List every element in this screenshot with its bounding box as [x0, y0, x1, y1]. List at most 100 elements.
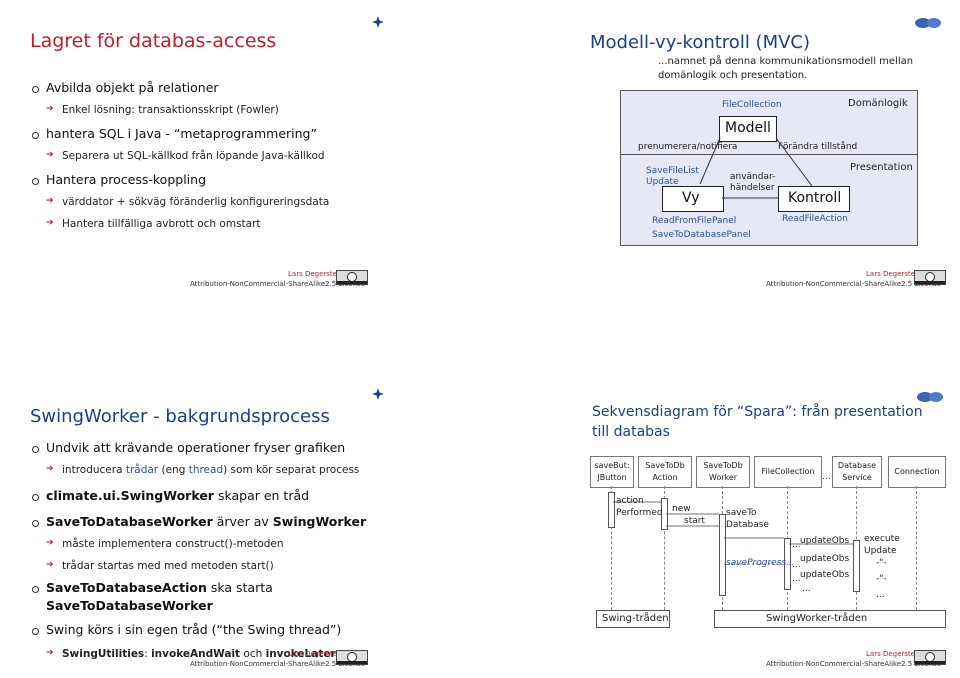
- slide-title: Sekvensdiagram för “Spara”: från present…: [592, 404, 923, 420]
- text-part: (eng: [158, 464, 189, 476]
- save-file-list-label: SaveFileList: [646, 166, 699, 176]
- bullet-text: Swing körs i sin egen tråd (“the Swing t…: [31, 622, 342, 637]
- bold-text: SwingUtilities: [62, 648, 145, 660]
- activation-bar: [719, 514, 726, 596]
- model-box: [719, 116, 777, 142]
- object-line: SaveToDb: [703, 461, 743, 470]
- bullet-text: SaveToDatabaseWorker ärver av SwingWorke…: [31, 514, 367, 529]
- sub-bullet-text: introducera trådar (eng thread) som kör …: [46, 464, 360, 476]
- slide-mvc: Modell-vy-kontroll (MVC) ...namnet på de…: [580, 14, 950, 294]
- cc-license-icon: [914, 270, 946, 285]
- message-label: action: [616, 496, 644, 506]
- message-ellipsis: ...: [792, 540, 801, 550]
- object-line: SaveToDb: [645, 461, 685, 470]
- control-box: [778, 186, 850, 212]
- activation-bar: [784, 538, 791, 590]
- message-quote: -"-: [876, 558, 887, 568]
- footer-author: Lars Degerstedt: [866, 270, 923, 278]
- swing-thread-box: [596, 610, 670, 628]
- cc-license-icon: [336, 650, 368, 665]
- read-from-file-panel-label: ReadFromFilePanel: [652, 216, 737, 226]
- slide-databas-access: Lagret för databas-access Avbilda objekt…: [16, 14, 386, 294]
- object-line: Worker: [708, 473, 738, 482]
- sub-bullet-text: värddator + sökväg föränderlig konfigure…: [46, 196, 329, 208]
- slide-title: Lagret för databas-access: [30, 30, 277, 52]
- bullet-text: Undvik att krävande operationer fryser g…: [31, 440, 346, 455]
- slide-sequence-diagram: Sekvensdiagram för “Spara”: från present…: [580, 388, 952, 673]
- message-label: start: [684, 516, 705, 526]
- text-part: ska starta: [206, 580, 273, 595]
- bullet-text: climate.ui.SwingWorker skapar en tråd: [31, 488, 310, 503]
- message-quote: -"-: [876, 574, 887, 584]
- swing-thread-label: Swing-tråden: [602, 613, 669, 624]
- text-part: och: [240, 648, 266, 660]
- footer-author: Lars Degerstedt: [288, 270, 345, 278]
- sub-bullet-text: Hantera tillfälliga avbrott och omstart: [46, 218, 260, 230]
- sub-bullet-text: Enkel lösning: transaktionsskript (Fowle…: [46, 104, 279, 116]
- message-arrows: [613, 501, 853, 565]
- message-label: new: [672, 504, 691, 514]
- swingworker-thread-label: SwingWorker-tråden: [766, 613, 868, 624]
- mvc-arrows: [699, 137, 813, 199]
- object-line: saveBut:: [594, 461, 630, 470]
- object-file-collection: FileCollection: [754, 456, 822, 488]
- message-ellipsis: ...: [802, 584, 811, 594]
- message-label: updateObs: [800, 570, 850, 580]
- activation-bar: [853, 540, 860, 592]
- message-label: Database: [726, 520, 769, 530]
- subtitle-line: ...namnet på denna kommunikationsmodell …: [658, 56, 914, 67]
- bullet-text: SaveToDatabaseAction ska starta: [32, 580, 273, 595]
- bold-text: SwingWorker: [272, 514, 367, 529]
- bold-text: SaveToDatabaseWorker: [46, 514, 213, 529]
- sub-bullet-text: Separera ut SQL-källkod från löpande Jav…: [46, 150, 325, 162]
- text-part: ärver av: [212, 514, 273, 529]
- link-thread[interactable]: thread: [188, 464, 224, 476]
- text-part: ) som kör separat process: [223, 464, 360, 476]
- text-part: skapar en tråd: [213, 488, 310, 503]
- link-tradar[interactable]: trådar: [125, 464, 159, 476]
- message-label: updateObs: [800, 554, 850, 564]
- message-label: updateObs: [800, 536, 850, 546]
- object-savetodb-action: SaveToDb Action: [638, 456, 692, 488]
- presentation-label: Presentation: [850, 162, 913, 173]
- lifeline: [611, 486, 612, 610]
- bold-text: invokeAndWait: [151, 648, 241, 660]
- star-logo-icon: [372, 16, 384, 28]
- message-ellipsis: ...: [876, 590, 885, 600]
- bold-text: invokeLater: [265, 648, 336, 660]
- puzzle-logo-icon: [917, 392, 943, 402]
- footer-license: Attribution-NonCommercial-ShareAlike2.5 …: [766, 660, 941, 668]
- object-dots: ...: [822, 472, 831, 482]
- user-events-label: användar-: [730, 172, 776, 182]
- bullet-text: Hantera process-koppling: [31, 172, 207, 187]
- save-to-database-panel-label: SaveToDatabasePanel: [652, 230, 751, 240]
- star-logo-icon: [372, 388, 384, 400]
- footer-license: Attribution-NonCommercial-ShareAlike2.5 …: [190, 280, 365, 288]
- message-ellipsis: ...: [792, 560, 801, 570]
- file-collection-label: FileCollection: [722, 100, 782, 110]
- slide-title: SwingWorker - bakgrundsprocess: [30, 406, 330, 427]
- subtitle-line: domänlogik och presentation.: [658, 70, 808, 81]
- change-state-label: Förändra tillstånd: [778, 142, 858, 152]
- object-database-service: Database Service: [832, 456, 882, 488]
- bold-text: climate.ui.SwingWorker: [46, 488, 214, 503]
- object-line: Database: [837, 461, 877, 470]
- slide-title-line2: till databas: [592, 424, 670, 440]
- bullet-text: hantera SQL i Java - “metaprogrammering”: [32, 126, 317, 141]
- object-line: Service: [842, 473, 872, 482]
- footer-author: Lars Degerstedt: [288, 650, 345, 658]
- footer-license: Attribution-NonCommercial-ShareAlike2.5 …: [766, 280, 941, 288]
- object-line: Connection: [894, 467, 940, 476]
- text-part: :: [144, 648, 152, 660]
- view-box: [662, 186, 724, 212]
- message-ellipsis: ...: [792, 574, 801, 584]
- message-label: execute: [864, 534, 900, 544]
- lifeline: [916, 486, 917, 610]
- swingworker-thread-box: [714, 610, 946, 628]
- sub-bullet-text: SwingUtilities: invokeAndWait och invoke…: [46, 648, 336, 660]
- footer-license: Attribution-NonCommercial-ShareAlike2.5 …: [190, 660, 365, 668]
- footer-author: Lars Degerstedt: [866, 650, 923, 658]
- bullet-text: Avbilda objekt på relationer: [32, 80, 219, 95]
- puzzle-logo-icon: [915, 18, 941, 28]
- user-events-label: händelser: [730, 183, 775, 193]
